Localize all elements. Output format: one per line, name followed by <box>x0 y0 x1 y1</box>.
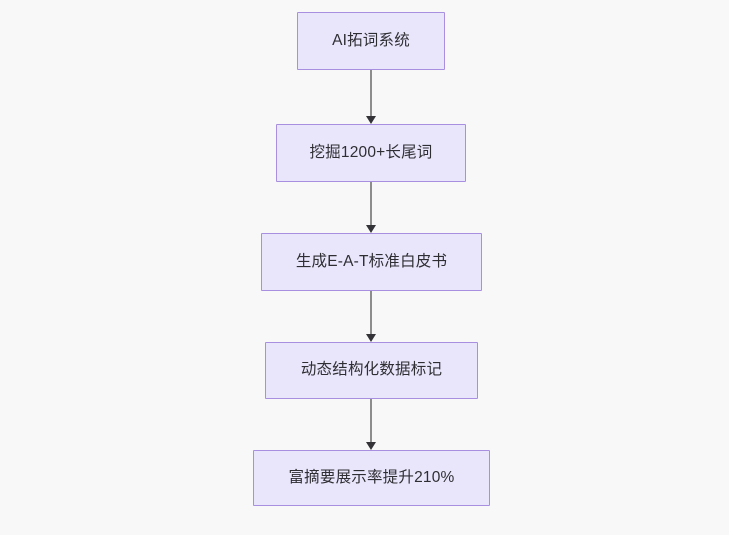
arrowhead-icon <box>366 116 376 124</box>
arrowhead-icon <box>366 334 376 342</box>
connector-node4-node5 <box>366 399 376 450</box>
node-label: 富摘要展示率提升210% <box>288 468 455 486</box>
node-label: 挖掘1200+长尾词 <box>309 143 433 161</box>
node-label: AI拓词系统 <box>332 31 410 49</box>
connector-node1-node2 <box>366 70 376 124</box>
arrowhead-icon <box>366 442 376 450</box>
connector-node2-node3 <box>366 182 376 233</box>
connector-line <box>370 70 372 116</box>
connector-line <box>370 291 372 334</box>
connector-line <box>370 182 372 225</box>
connector-node3-node4 <box>366 291 376 342</box>
flowchart-node-ai-keyword-system[interactable]: AI拓词系统 <box>297 12 445 70</box>
flowchart-node-generate-eat-whitepaper[interactable]: 生成E-A-T标准白皮书 <box>261 233 482 291</box>
arrowhead-icon <box>366 225 376 233</box>
flowchart-node-dynamic-structured-data-markup[interactable]: 动态结构化数据标记 <box>265 342 478 399</box>
connector-line <box>370 399 372 442</box>
node-label: 生成E-A-T标准白皮书 <box>295 252 448 270</box>
flowchart-node-rich-snippet-uplift[interactable]: 富摘要展示率提升210% <box>253 450 490 506</box>
flowchart-node-mine-longtail-keywords[interactable]: 挖掘1200+长尾词 <box>276 124 466 182</box>
node-label: 动态结构化数据标记 <box>300 361 443 379</box>
